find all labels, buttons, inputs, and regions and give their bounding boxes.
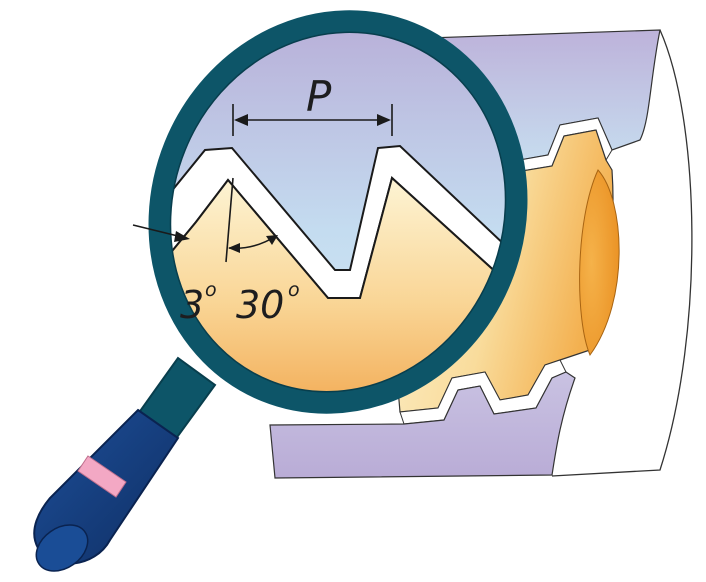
magnifier-rim-inner-edge xyxy=(169,31,507,393)
magnifier-rim xyxy=(148,10,528,414)
thread-angle-arrow-right xyxy=(266,235,278,245)
cylinder-outline-right xyxy=(551,29,693,477)
pitch-arrow-right xyxy=(377,114,391,126)
flank-angle-degree: o xyxy=(205,279,217,301)
pitch-label: P xyxy=(306,72,332,121)
flank-angle-arrow xyxy=(174,231,190,242)
flank-angle-label: 3 xyxy=(180,283,204,327)
cylinder-bottom-band xyxy=(269,371,576,479)
thread-angle-label: 30 xyxy=(236,283,284,327)
magnifier-handle xyxy=(33,356,217,572)
labels: P 3 o 30 o xyxy=(180,72,332,327)
thread-angle-arrow-left xyxy=(228,243,240,253)
handle-band xyxy=(77,455,127,498)
flank-reference-line xyxy=(225,177,234,263)
pitch-arrow-left xyxy=(234,114,248,126)
handle-end-cap xyxy=(35,524,89,572)
magnifying-glass-icon xyxy=(33,0,561,572)
cylinder-end-cap xyxy=(579,169,620,357)
thread-angle-degree: o xyxy=(288,279,300,301)
dimension-annotations xyxy=(132,104,393,263)
